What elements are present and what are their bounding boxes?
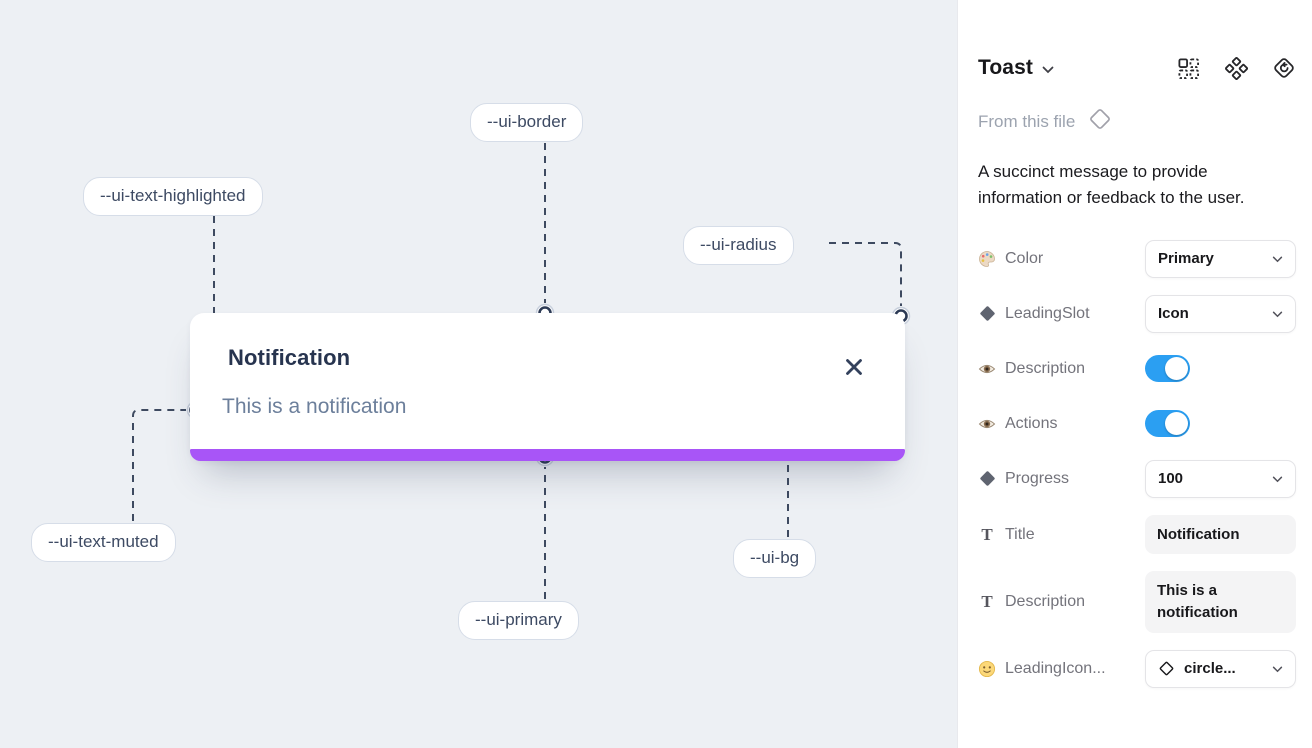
design-canvas[interactable]: Notification This is a notification --ui… (0, 0, 957, 748)
chevron-down-icon (1272, 660, 1283, 677)
eye-icon (978, 415, 996, 433)
properties-panel: Toast (957, 0, 1312, 748)
subframe-logo-icon[interactable] (1272, 56, 1296, 80)
property-row-leadingslot: LeadingSlot Icon (978, 294, 1296, 333)
toast-progress-bar (190, 449, 905, 461)
close-icon[interactable] (843, 356, 865, 378)
panel-title: Toast (978, 56, 1033, 79)
property-row-leadingicon: LeadingIcon... circle... (978, 649, 1296, 688)
chevron-down-icon (1042, 56, 1054, 80)
component-selector[interactable]: Toast (978, 56, 1054, 80)
text-icon: T (981, 592, 993, 612)
property-row-progress: Progress 100 (978, 459, 1296, 498)
diamond-icon (978, 305, 996, 323)
toast-title: Notification (228, 345, 351, 370)
source-label: From this file (978, 111, 1076, 131)
variable-pill-border[interactable]: --ui-border (470, 103, 584, 142)
property-row-color: Color Primary (978, 239, 1296, 278)
property-row-description-text: T Description This is a notification (978, 571, 1296, 633)
text-icon: T (981, 524, 993, 544)
panel-header: Toast (978, 56, 1296, 80)
progress-select[interactable]: 100 (1145, 459, 1296, 498)
property-row-actions-toggle: Actions (978, 405, 1296, 443)
title-text-field[interactable]: Notification (1145, 514, 1296, 555)
toast-description: This is a notification (222, 395, 407, 418)
leadingicon-select[interactable]: circle... (1145, 649, 1296, 688)
property-label: Description (1005, 593, 1086, 611)
property-row-description-toggle: Description (978, 350, 1296, 388)
diamond-outline-icon (1087, 106, 1113, 137)
property-label: LeadingSlot (1005, 304, 1090, 322)
variable-pill-bg[interactable]: --ui-bg (733, 539, 817, 578)
chevron-down-icon (1272, 305, 1283, 322)
toast-component[interactable]: Notification This is a notification (190, 313, 905, 461)
property-label: Color (1005, 249, 1044, 267)
property-row-title: T Title Notification (978, 514, 1296, 555)
diamond-icon (978, 470, 996, 488)
leadingslot-select[interactable]: Icon (1145, 294, 1296, 333)
color-select[interactable]: Primary (1145, 239, 1296, 278)
description-toggle[interactable] (1145, 355, 1190, 383)
chevron-down-icon (1272, 250, 1283, 267)
variable-pill-text-muted[interactable]: --ui-text-muted (31, 523, 176, 562)
property-label: Progress (1005, 469, 1070, 487)
description-text-field[interactable]: This is a notification (1145, 571, 1296, 633)
property-label: Actions (1005, 414, 1058, 432)
smiley-icon (978, 660, 996, 678)
property-label: LeadingIcon... (1005, 659, 1106, 677)
actions-toggle[interactable] (1145, 410, 1190, 438)
property-label: Description (1005, 359, 1086, 377)
diamond-outline-icon (1158, 660, 1175, 677)
component-icon[interactable] (1224, 56, 1248, 80)
palette-icon (978, 250, 996, 268)
variable-pill-text-highlighted[interactable]: --ui-text-highlighted (83, 177, 263, 216)
eye-icon (978, 360, 996, 378)
variable-pill-radius[interactable]: --ui-radius (683, 226, 794, 265)
property-list: Color Primary LeadingSlot Icon (978, 239, 1296, 688)
source-row: From this file (978, 106, 1296, 137)
component-description: A succinct message to provide informatio… (978, 162, 1245, 208)
instance-grid-icon[interactable] (1176, 56, 1200, 80)
variable-pill-primary[interactable]: --ui-primary (458, 601, 579, 640)
chevron-down-icon (1272, 470, 1283, 487)
property-label: Title (1005, 525, 1035, 543)
